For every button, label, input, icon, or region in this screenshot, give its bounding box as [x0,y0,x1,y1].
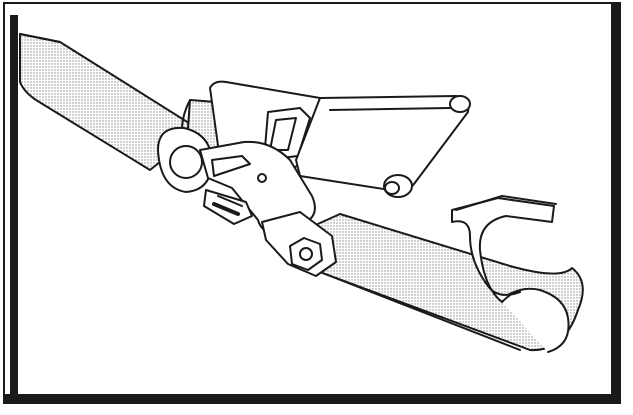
ratchet-handle [295,95,470,193]
webbing-strap-loop [499,287,570,353]
lower-bracket [203,189,253,225]
frame-shadow-bar [10,15,18,398]
flat-hook [451,197,555,303]
